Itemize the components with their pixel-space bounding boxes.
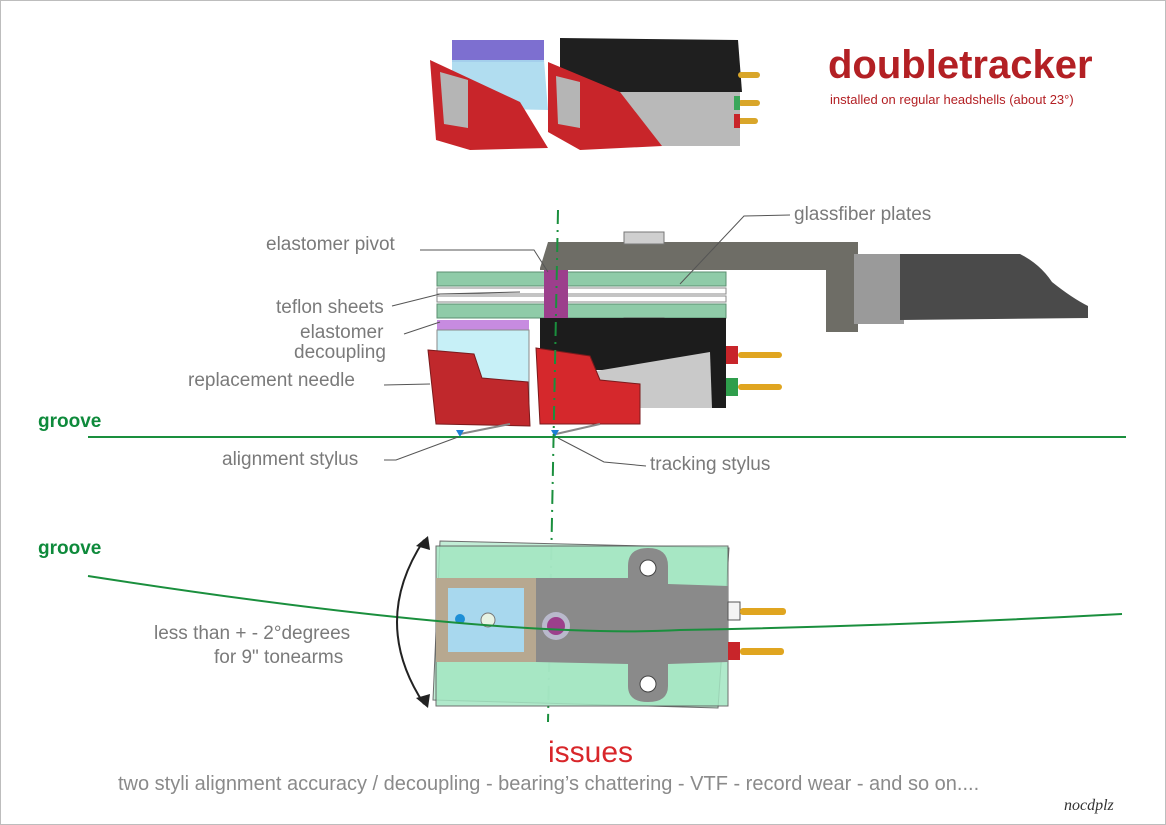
cantilever-left xyxy=(459,423,511,435)
needle-window-right xyxy=(556,76,580,128)
label-elastomer-pivot: elastomer pivot xyxy=(266,234,396,255)
leader-teflon xyxy=(391,291,521,307)
label-alignment-stylus: alignment stylus xyxy=(222,449,358,470)
arc-arrow-top xyxy=(416,536,430,550)
arc-arrow-bottom xyxy=(416,694,430,708)
tracking-needle xyxy=(535,347,641,425)
label-elastomer-decoupling-1: elastomer xyxy=(300,322,384,343)
leader-alignment xyxy=(384,436,459,461)
teflon-sheet-2 xyxy=(436,295,727,303)
headshell xyxy=(540,242,858,332)
pin-gold-1 xyxy=(738,352,782,358)
headshell-collar xyxy=(854,254,904,324)
cantilever-right xyxy=(555,423,601,435)
replacement-needle xyxy=(427,349,531,427)
pin-green-side xyxy=(726,378,738,396)
pin-gold-top-1 xyxy=(740,608,786,615)
leader-pivot xyxy=(420,249,549,273)
angle-arc xyxy=(396,539,425,705)
label-elastomer-decoupling-2: decoupling xyxy=(294,342,386,363)
issues-text: two styli alignment accuracy / decouplin… xyxy=(118,773,979,795)
leader-decoupling xyxy=(403,321,441,335)
issues-heading: issues xyxy=(548,736,633,769)
title: doubletracker xyxy=(828,43,1093,87)
glassfiber-plate-lower xyxy=(436,303,727,319)
mount-hole-top xyxy=(639,559,657,577)
pin-white-top xyxy=(727,601,741,621)
mount-hole-bottom xyxy=(639,675,657,693)
black-cartridge-top xyxy=(560,38,742,92)
subtitle: installed on regular headshells (about 2… xyxy=(830,92,1074,107)
signature: nocdplz xyxy=(1064,797,1115,814)
clear-cartridge-top xyxy=(452,40,544,62)
label-teflon-sheets: teflon sheets xyxy=(276,297,384,318)
groove-label-top: groove xyxy=(38,538,101,559)
pivot-point xyxy=(547,617,565,635)
groove-label-side: groove xyxy=(38,411,101,432)
pin-3 xyxy=(736,118,758,124)
pin-1 xyxy=(738,72,760,78)
pin-gold-2 xyxy=(738,384,782,390)
pin-gold-top-2 xyxy=(740,648,784,655)
label-angle-2: for 9" tonearms xyxy=(214,647,343,668)
mounting-screw-top xyxy=(623,231,665,245)
label-glassfiber-plates: glassfiber plates xyxy=(794,204,931,225)
leader-glassfiber xyxy=(679,214,791,285)
teflon-sheet xyxy=(436,287,727,295)
tonearm-tube xyxy=(900,254,1088,320)
cartridge-photo xyxy=(430,38,760,150)
leader-tracking xyxy=(557,437,647,467)
pin-red xyxy=(734,114,740,128)
tracking-stylus-tip xyxy=(551,430,559,437)
pin-green xyxy=(734,96,740,110)
label-tracking-stylus: tracking stylus xyxy=(650,454,770,475)
needle-window-left xyxy=(440,72,468,128)
groove-line-top xyxy=(87,575,1123,633)
alignment-stylus-tip xyxy=(456,430,464,437)
leader-needle xyxy=(383,383,431,386)
elastomer-decoupling xyxy=(437,320,529,330)
alignment-stylus-top xyxy=(455,614,465,624)
glassfiber-plate-upper xyxy=(436,271,727,287)
alignment-point xyxy=(480,612,496,628)
pin-red-side xyxy=(726,346,738,364)
pin-2 xyxy=(738,100,760,106)
top-view xyxy=(432,540,786,709)
side-view xyxy=(427,231,1088,437)
label-angle-1: less than + - 2°degrees xyxy=(154,623,350,644)
label-replacement-needle: replacement needle xyxy=(188,370,355,391)
pin-red-top xyxy=(728,642,740,660)
headshell-top xyxy=(536,548,728,702)
